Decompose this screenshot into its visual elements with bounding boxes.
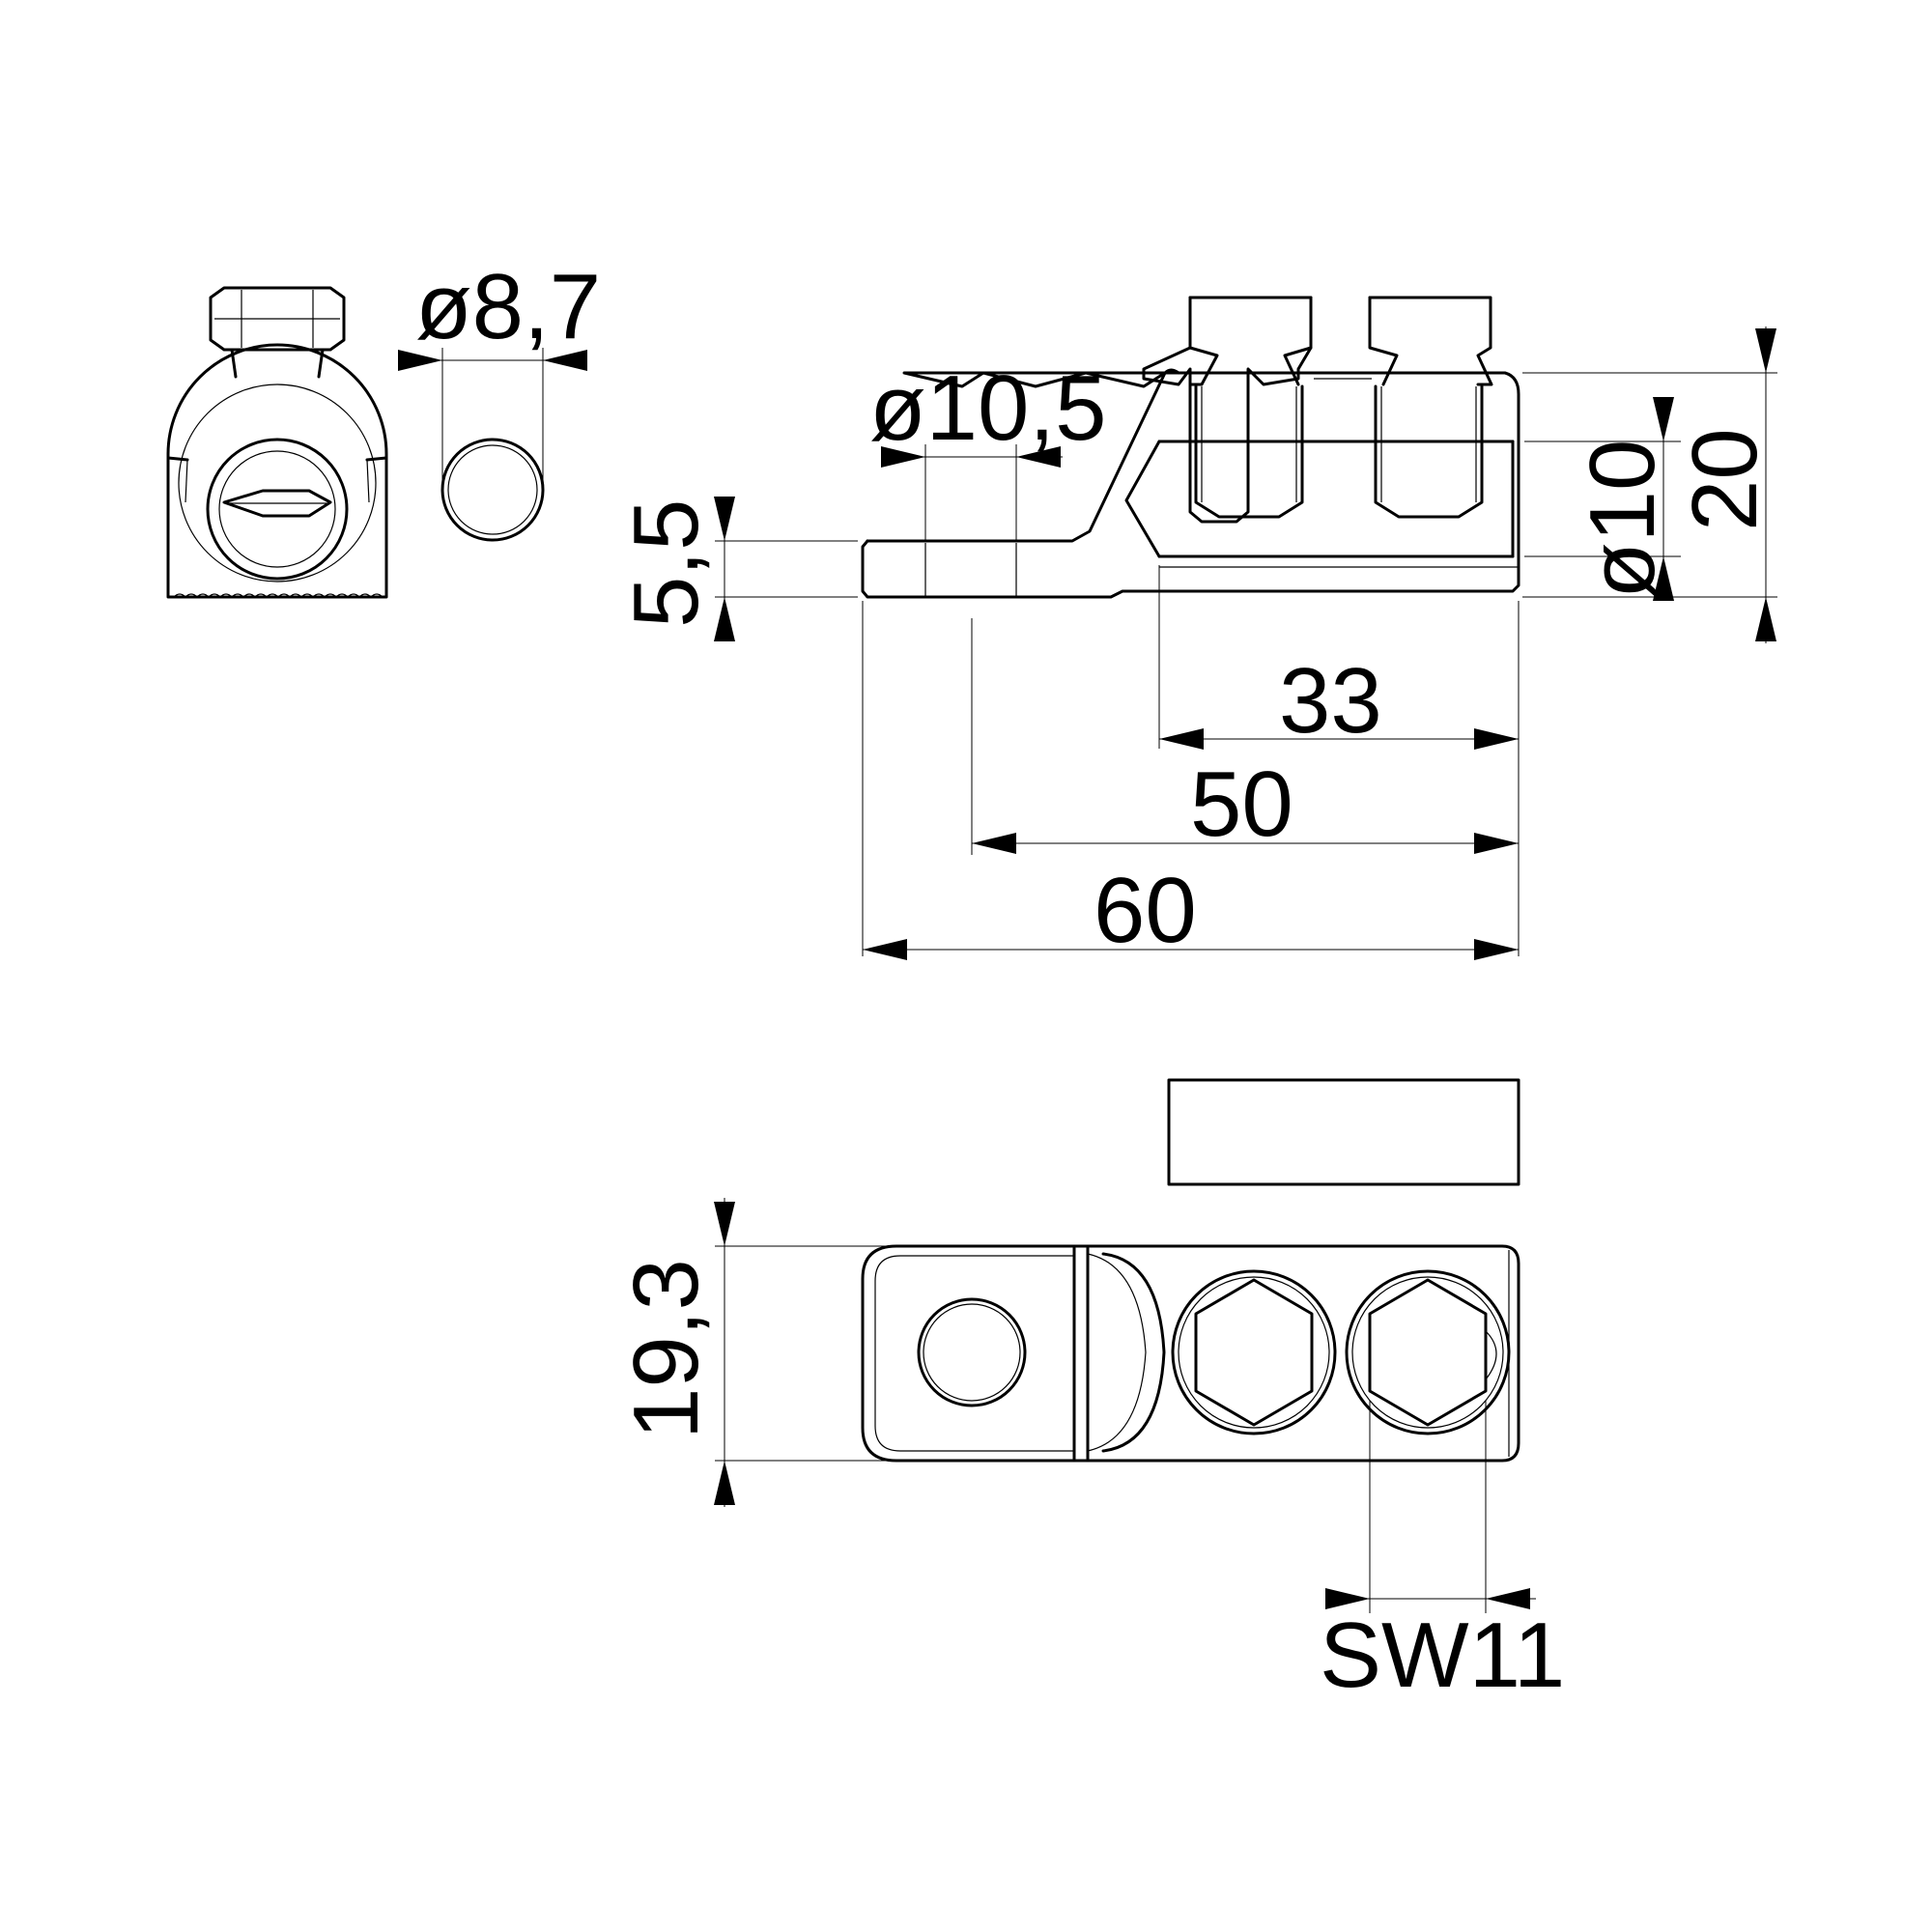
dim-arrow (543, 350, 587, 371)
dim-h-20: 20 (1673, 428, 1776, 531)
dim-d-10: ø10 (1571, 440, 1674, 599)
dim-arrow (1159, 728, 1204, 750)
dim-arrow (714, 1461, 735, 1505)
dim-arrow (398, 350, 442, 371)
dim-arrow (1016, 446, 1061, 468)
dim-arrow (1486, 1588, 1530, 1609)
dim-d-8-7: ø8,7 (415, 255, 601, 358)
dim-l-60: 60 (1094, 859, 1197, 962)
dim-arrow (1755, 328, 1776, 373)
insert-view: ø8,7 (398, 255, 601, 542)
insert-side-view (1167, 1078, 1520, 1186)
dim-arrow (1474, 833, 1519, 854)
dim-sw-11: SW11 (1320, 1604, 1565, 1707)
dim-arrow (1755, 597, 1776, 641)
dim-l-50: 50 (1190, 753, 1293, 856)
dim-arrow (714, 597, 735, 641)
dim-h-5-5: 5,5 (614, 499, 718, 628)
end-view (166, 286, 388, 599)
dim-arrow (1653, 556, 1674, 601)
top-view: 19,3 SW11 (614, 1198, 1565, 1707)
dim-arrow (863, 939, 907, 960)
dim-arrow (1474, 728, 1519, 750)
dim-arrow (714, 1202, 735, 1246)
dim-arrow (1653, 397, 1674, 441)
dim-w-19-3: 19,3 (614, 1259, 718, 1439)
dim-arrow (714, 497, 735, 541)
dim-arrow (1474, 939, 1519, 960)
dim-arrow (881, 446, 925, 468)
dim-arrow (1325, 1588, 1370, 1609)
dim-l-33: 33 (1279, 649, 1382, 753)
dim-arrow (972, 833, 1016, 854)
side-view: ø10,5 5,5 ø10 20 33 (614, 296, 1777, 962)
dim-d-10-5: ø10,5 (869, 356, 1106, 460)
